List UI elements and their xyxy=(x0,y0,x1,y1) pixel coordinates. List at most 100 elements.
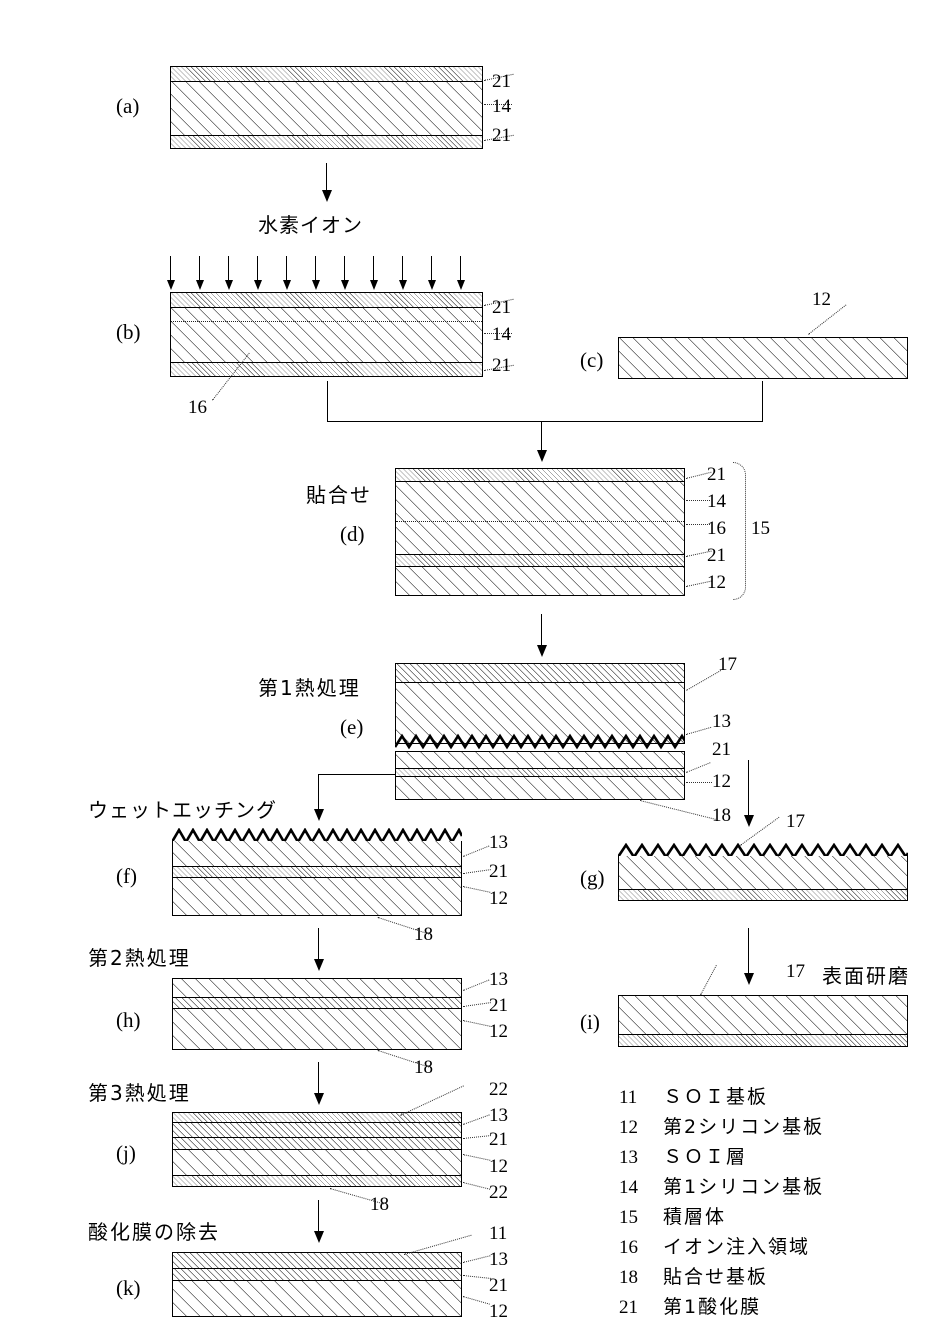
layer-i-silicon xyxy=(618,995,908,1035)
arrow-f-to-h xyxy=(313,928,324,971)
callout-j-22-bottom: 22 xyxy=(489,1182,508,1203)
callout-e-21: 21 xyxy=(712,739,731,760)
label-third-heat: 第3熱処理 xyxy=(88,1081,191,1105)
callout-j-12: 12 xyxy=(489,1156,508,1177)
branch-horizontal-to-f xyxy=(318,774,396,775)
leader-a-14 xyxy=(484,104,512,105)
callout-d-brace-15: 15 xyxy=(751,518,770,539)
leader-e-13 xyxy=(686,726,712,735)
legend-num-18: 18 xyxy=(619,1267,638,1288)
legend-label-15: 積層体 xyxy=(663,1206,727,1228)
leader-h-13 xyxy=(463,979,490,991)
layer-a-oxide-bottom xyxy=(170,135,483,149)
layer-g-oxide xyxy=(618,889,908,901)
ion-arrow-4 xyxy=(253,256,262,290)
step-letter-h: (h) xyxy=(116,1008,141,1032)
label-first-heat: 第1熱処理 xyxy=(258,676,361,700)
ion-arrow-6 xyxy=(311,256,320,290)
callout-k-13: 13 xyxy=(489,1249,508,1270)
legend-row: 15 積層体 xyxy=(619,1202,824,1232)
step-k-stack xyxy=(172,1252,462,1317)
layer-i-oxide xyxy=(618,1034,908,1047)
arrow-e-to-g xyxy=(743,760,754,827)
callout-f-18: 18 xyxy=(414,924,433,945)
legend-num-16: 16 xyxy=(619,1237,638,1258)
layer-e-residual xyxy=(395,751,685,769)
callout-k-11: 11 xyxy=(489,1223,508,1244)
layer-g-silicon xyxy=(618,856,908,890)
step-a-stack xyxy=(170,66,483,149)
step-letter-c: (c) xyxy=(580,348,604,372)
leader-f-13 xyxy=(463,845,490,857)
layer-e-substrate xyxy=(395,776,685,800)
legend-row: 18 貼合せ基板 xyxy=(619,1262,824,1292)
legend-num-12: 12 xyxy=(619,1117,638,1138)
legend: 11 ＳＯＩ基板 12 第2シリコン基板 13 ＳＯＩ層 14 第1シリコン基板… xyxy=(619,1082,824,1322)
callout-i-17: 17 xyxy=(786,961,805,982)
layer-d-oxide-top xyxy=(395,468,685,482)
legend-num-13: 13 xyxy=(619,1147,638,1168)
legend-num-21: 21 xyxy=(619,1297,638,1318)
leader-h-21 xyxy=(463,1002,491,1007)
ion-arrow-7 xyxy=(340,256,349,290)
ion-arrow-1 xyxy=(166,256,175,290)
ion-arrow-9 xyxy=(398,256,407,290)
layer-b-oxide-top xyxy=(170,292,483,308)
step-letter-j: (j) xyxy=(116,1141,136,1165)
step-letter-f: (f) xyxy=(116,864,137,888)
callout-b-16: 16 xyxy=(188,397,207,418)
layer-h-soi xyxy=(172,978,462,998)
step-b-stack xyxy=(170,292,483,377)
step-letter-a: (a) xyxy=(116,94,140,118)
callout-e-17: 17 xyxy=(718,654,737,675)
callout-d-21a: 21 xyxy=(707,464,726,485)
callout-j-22-top: 22 xyxy=(489,1079,508,1100)
legend-row: 13 ＳＯＩ層 xyxy=(619,1142,824,1172)
label-second-heat: 第2熱処理 xyxy=(88,946,191,970)
callout-h-13: 13 xyxy=(489,969,508,990)
step-e-stack xyxy=(395,663,685,800)
leader-e-18 xyxy=(639,800,716,820)
legend-label-11: ＳＯＩ基板 xyxy=(663,1086,769,1108)
arrow-d-to-e xyxy=(536,614,547,657)
callout-e-13: 13 xyxy=(712,711,731,732)
layer-d-silicon-first xyxy=(395,481,685,555)
layer-b-oxide-bottom xyxy=(170,362,483,377)
ion-arrow-3 xyxy=(224,256,233,290)
arrow-j-to-k xyxy=(313,1200,324,1243)
callout-d-14: 14 xyxy=(707,491,726,512)
step-i-stack xyxy=(618,995,908,1047)
legend-num-14: 14 xyxy=(619,1177,638,1198)
callout-b-21-bottom: 21 xyxy=(492,355,511,376)
callout-f-13: 13 xyxy=(489,832,508,853)
step-letter-i: (i) xyxy=(580,1010,600,1034)
callout-d-21b: 21 xyxy=(707,545,726,566)
leader-b-14 xyxy=(484,333,512,334)
leader-h-12 xyxy=(462,1020,491,1027)
layer-h-substrate xyxy=(172,1008,462,1050)
layer-a-oxide-top xyxy=(170,66,483,82)
arrow-h-to-j xyxy=(313,1062,324,1105)
layer-k-substrate xyxy=(172,1280,462,1317)
layer-f-substrate xyxy=(172,877,462,916)
ion-arrow-11 xyxy=(456,256,465,290)
ion-arrow-2 xyxy=(195,256,204,290)
layer-e-soi-thick xyxy=(395,682,685,744)
layer-e-surface-damage xyxy=(395,663,685,683)
callout-e-18: 18 xyxy=(712,805,731,826)
leader-j-13 xyxy=(463,1114,490,1125)
connector-c-down xyxy=(762,381,763,421)
leader-d-14 xyxy=(686,500,710,501)
callout-j-13: 13 xyxy=(489,1105,508,1126)
legend-num-11: 11 xyxy=(619,1087,638,1108)
callout-f-12: 12 xyxy=(489,888,508,909)
step-j-stack xyxy=(172,1112,462,1187)
legend-label-13: ＳＯＩ層 xyxy=(663,1146,748,1168)
leader-k-12 xyxy=(462,1296,490,1305)
layer-d-oxide-mid xyxy=(395,554,685,567)
layer-a-silicon xyxy=(170,81,483,136)
callout-h-21: 21 xyxy=(489,995,508,1016)
callout-b-14: 14 xyxy=(492,324,511,345)
label-wet-etching: ウェットエッチング xyxy=(88,798,277,822)
leader-j-21 xyxy=(463,1135,491,1139)
